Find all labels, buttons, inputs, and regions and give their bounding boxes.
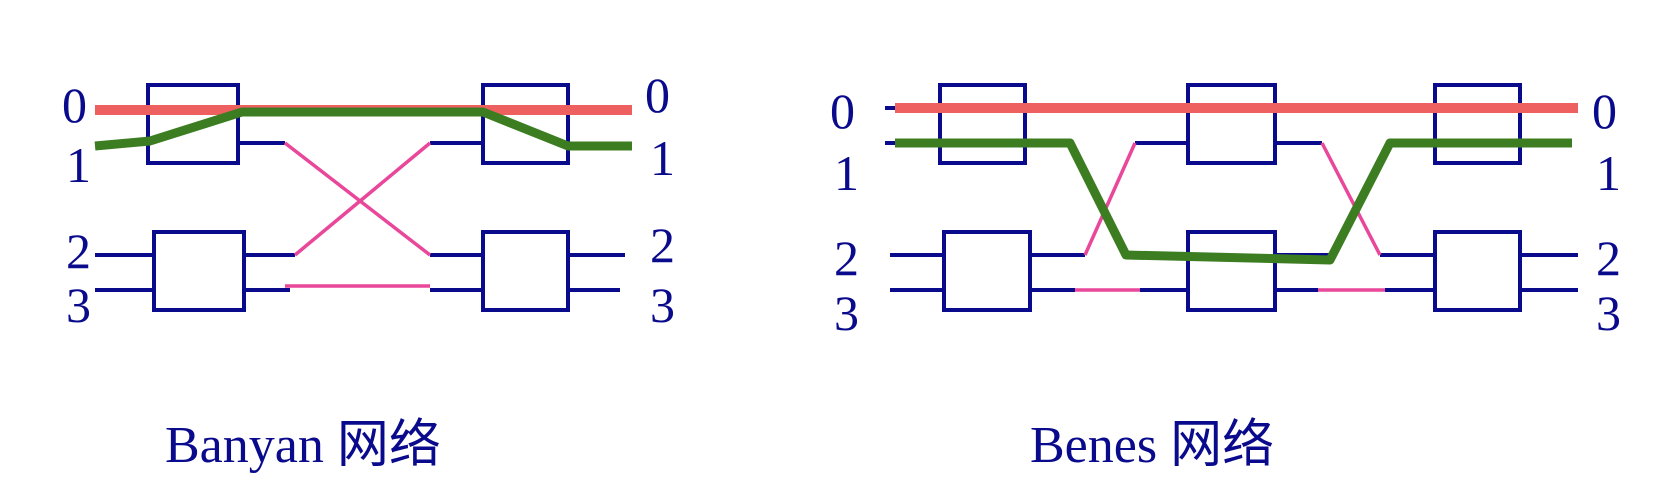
benes-input-label-0: 0 xyxy=(830,83,855,139)
benes-output-label-3: 3 xyxy=(1596,285,1621,341)
banyan-output-label-1: 1 xyxy=(650,130,675,186)
benes-output-label-1: 1 xyxy=(1596,145,1621,201)
banyan-output-label-0: 0 xyxy=(645,67,670,123)
banyan-crossover-link-a xyxy=(283,141,432,257)
banyan-path-green xyxy=(94,107,632,151)
banyan-switch-2-1 xyxy=(481,83,570,165)
benes-output-label-2: 2 xyxy=(1596,230,1621,286)
benes-switch-2-1 xyxy=(1186,83,1277,165)
banyan-input-label-0: 0 xyxy=(62,77,87,133)
banyan-caption: Banyan 网络 xyxy=(165,417,441,474)
benes-switch-1-1 xyxy=(938,83,1027,165)
benes-link-s2-s3-down xyxy=(1320,142,1382,256)
benes-switch-3-1 xyxy=(1433,83,1522,165)
banyan-input-label-1: 1 xyxy=(66,137,91,193)
benes-switch-1-2 xyxy=(942,230,1032,312)
benes-link-s1-s2-up xyxy=(1083,142,1137,256)
benes-network: 0 1 2 3 0 1 2 3 Benes 网络 xyxy=(830,83,1621,474)
benes-path-green xyxy=(895,138,1572,265)
banyan-crossover-link-b xyxy=(293,141,432,257)
benes-switch-2-2 xyxy=(1186,230,1277,312)
benes-switch-3-2 xyxy=(1433,230,1522,312)
banyan-output-label-3: 3 xyxy=(650,277,675,333)
benes-input-label-3: 3 xyxy=(834,285,859,341)
banyan-switch-2-2 xyxy=(481,230,570,312)
benes-input-label-2: 2 xyxy=(834,230,859,286)
banyan-output-label-2: 2 xyxy=(650,217,675,273)
banyan-input-label-3: 3 xyxy=(66,277,91,333)
banyan-input-label-2: 2 xyxy=(66,223,91,279)
benes-output-label-0: 0 xyxy=(1592,83,1617,139)
banyan-network: 0 1 2 3 0 1 2 3 Banyan 网络 xyxy=(62,67,675,474)
benes-caption: Benes 网络 xyxy=(1030,417,1274,474)
banyan-switch-1-2 xyxy=(152,230,246,312)
benes-input-label-1: 1 xyxy=(834,145,859,201)
